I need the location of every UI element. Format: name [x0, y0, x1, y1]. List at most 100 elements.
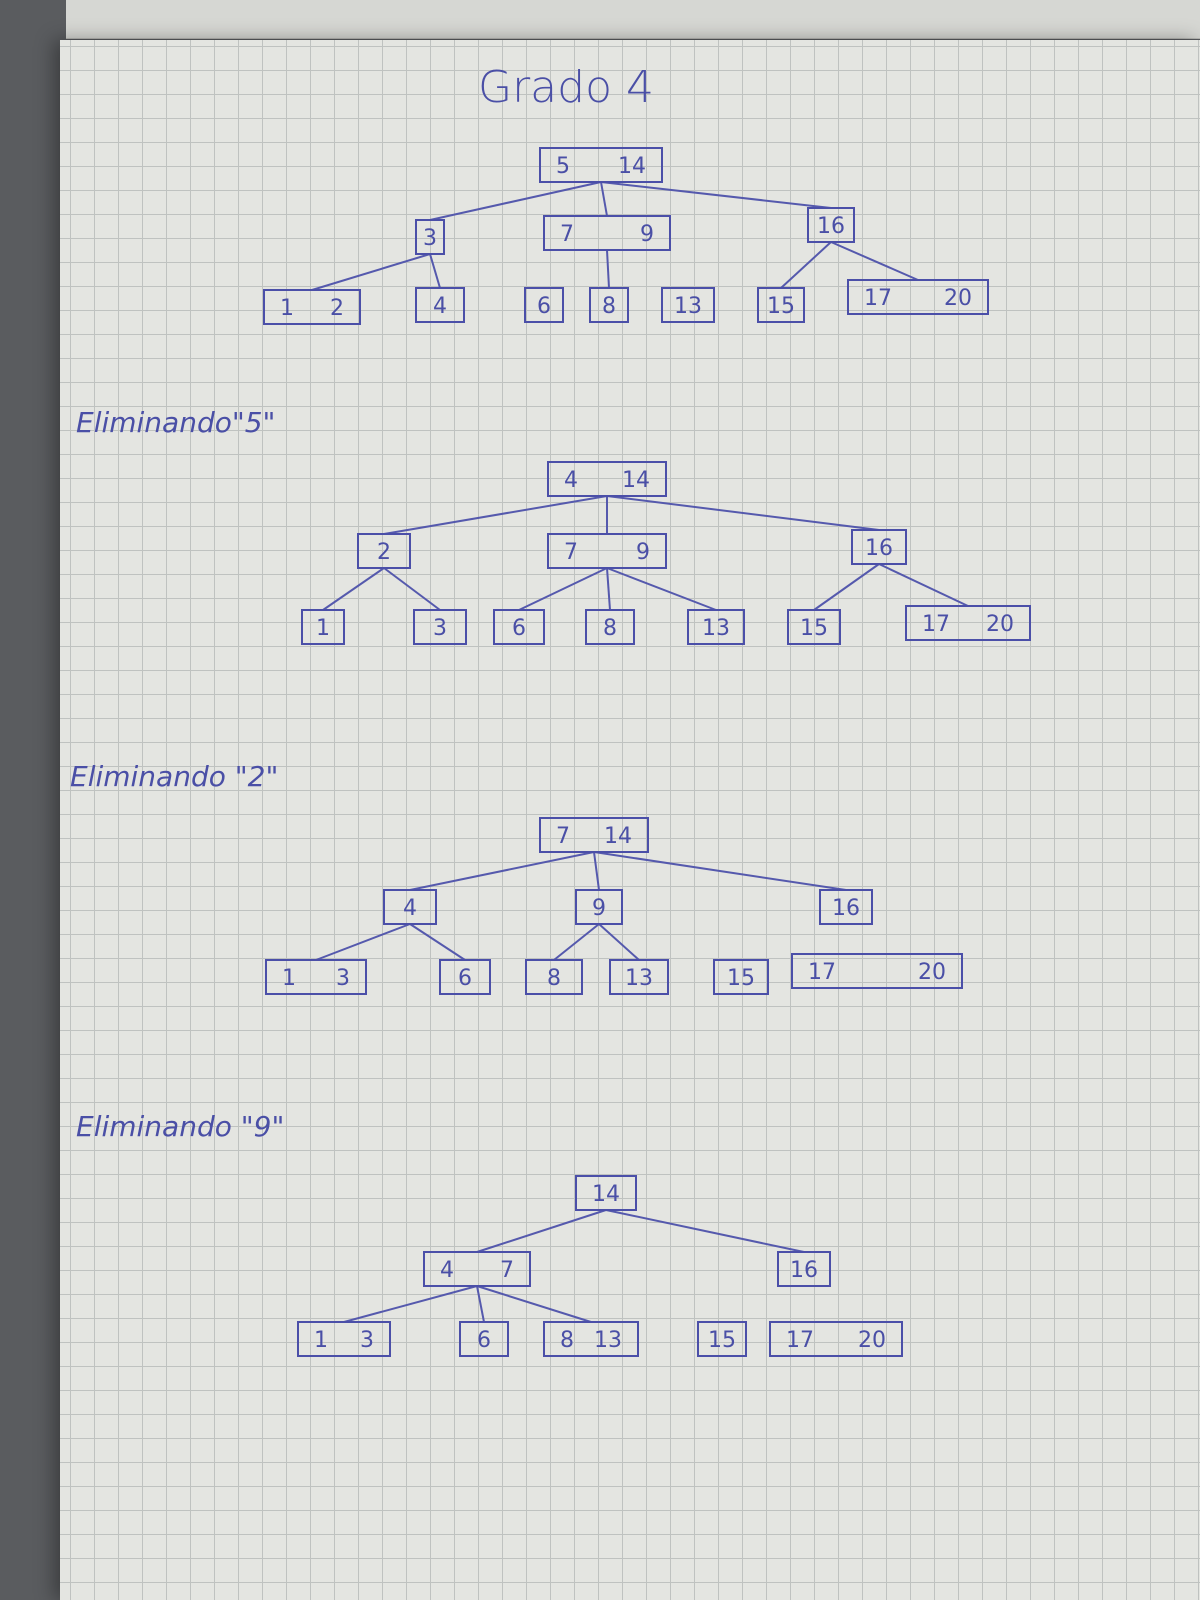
node-box — [263, 289, 361, 325]
node-box — [769, 1321, 903, 1357]
node-box — [265, 959, 367, 995]
tree-edge — [383, 495, 608, 535]
tree-edge — [593, 851, 600, 891]
tree-edge — [606, 567, 717, 611]
tree-node: 6 — [493, 609, 545, 645]
node-key: 20 — [944, 286, 972, 311]
node-key: 15 — [708, 1328, 736, 1353]
tree-node: 14 — [575, 1175, 637, 1211]
node-key: 13 — [674, 294, 702, 319]
node-key: 7 — [556, 824, 570, 849]
tree-node: 15 — [787, 609, 841, 645]
node-box — [787, 609, 841, 645]
node-key: 14 — [604, 824, 632, 849]
step-label: Eliminando"5" — [76, 406, 275, 439]
node-box — [687, 609, 745, 645]
node-key: 4 — [433, 294, 447, 319]
node-box — [459, 1321, 509, 1357]
node-box — [301, 609, 345, 645]
node-key: 9 — [592, 896, 606, 921]
grid-paper-sheet — [60, 40, 1200, 1600]
node-box — [525, 959, 583, 995]
node-key: 8 — [602, 294, 616, 319]
node-box — [851, 529, 907, 565]
tree-edge — [315, 923, 411, 961]
node-box — [547, 461, 667, 497]
tree-node: 4 — [383, 889, 437, 925]
node-key: 17 — [922, 612, 950, 637]
node-key: 5 — [556, 154, 570, 179]
node-box — [543, 215, 671, 251]
node-key: 3 — [433, 616, 447, 641]
tree-node: 15 — [697, 1321, 747, 1357]
node-box — [543, 1321, 639, 1357]
node-box — [697, 1321, 747, 1357]
node-key: 14 — [618, 154, 646, 179]
tree-node: 8 — [585, 609, 635, 645]
node-box — [575, 889, 623, 925]
node-key: 3 — [336, 966, 350, 991]
node-key: 17 — [864, 286, 892, 311]
node-key: 17 — [808, 960, 836, 985]
tree-edge — [813, 563, 880, 611]
node-key: 16 — [817, 214, 845, 239]
node-key: 13 — [594, 1328, 622, 1353]
tree-node: 13 — [687, 609, 745, 645]
tree-edge — [600, 181, 832, 209]
node-key: 9 — [636, 540, 650, 565]
node-key: 16 — [865, 536, 893, 561]
node-box — [524, 287, 564, 323]
node-key: 20 — [918, 960, 946, 985]
tree-node: 2 — [357, 533, 411, 569]
node-key: 17 — [786, 1328, 814, 1353]
tree-edge — [518, 567, 608, 611]
node-key: 16 — [790, 1258, 818, 1283]
node-box — [757, 287, 805, 323]
node-box — [493, 609, 545, 645]
node-key: 15 — [767, 294, 795, 319]
node-key: 4 — [564, 468, 578, 493]
node-box — [609, 959, 669, 995]
tree-edge — [780, 241, 832, 289]
node-box — [661, 287, 715, 323]
tree-node: 16 — [777, 1251, 831, 1287]
tree-edge — [476, 1285, 592, 1323]
node-key: 7 — [564, 540, 578, 565]
node-key: 20 — [858, 1328, 886, 1353]
node-key: 16 — [832, 896, 860, 921]
node-box — [777, 1251, 831, 1287]
tree-edge — [600, 181, 608, 217]
tree-node: 3 — [415, 219, 445, 255]
node-box — [383, 889, 437, 925]
node-box — [585, 609, 635, 645]
node-key: 6 — [512, 616, 526, 641]
node-key: 1 — [314, 1328, 328, 1353]
tree-edge — [429, 181, 602, 221]
tree-edge — [553, 923, 600, 961]
node-box — [413, 609, 467, 645]
tree-edge — [476, 1209, 607, 1253]
tree-node: 8 — [589, 287, 629, 323]
node-key: 2 — [377, 540, 391, 565]
node-key: 3 — [360, 1328, 374, 1353]
tree-edge — [383, 567, 441, 611]
node-key: 4 — [440, 1258, 454, 1283]
node-box — [439, 959, 491, 995]
tree-edge — [878, 563, 969, 607]
tree-edge — [598, 923, 640, 961]
tree-edge — [409, 923, 466, 961]
node-box — [423, 1251, 531, 1287]
node-key: 1 — [316, 616, 330, 641]
